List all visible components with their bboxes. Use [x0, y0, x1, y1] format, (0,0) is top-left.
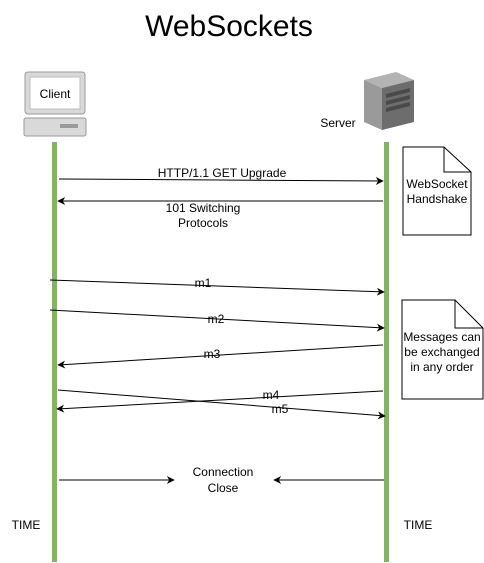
- server-label: Server: [320, 116, 355, 130]
- server-time-label: TIME: [404, 518, 433, 532]
- upgrade-request-label: HTTP/1.1 GET Upgrade: [158, 166, 287, 180]
- handshake-note-line2: Handshake: [407, 192, 468, 206]
- client-label: Client: [40, 87, 71, 101]
- switching-protocols-label-line2: Protocols: [178, 216, 228, 230]
- m5-arrow: [57, 389, 386, 420]
- messages-note-line2: be exchanged: [404, 345, 479, 359]
- m2-arrow: [49, 309, 385, 332]
- diagram-title: WebSockets: [145, 10, 313, 43]
- server-lifeline: [384, 142, 389, 562]
- messages-note-line3: in any order: [410, 360, 473, 374]
- messages-note: [401, 299, 484, 400]
- m4-arrow: [56, 390, 384, 413]
- server-tower-icon: [364, 72, 414, 130]
- m3-arrow: [57, 344, 384, 369]
- close-label-line2: Close: [208, 481, 239, 495]
- desktop-computer-icon: [23, 71, 87, 137]
- client-lifeline: [52, 142, 57, 562]
- messages-note-line1: Messages can: [403, 330, 480, 344]
- m1-label: m1: [195, 276, 212, 290]
- close-label-line1: Connection: [193, 465, 254, 479]
- handshake-note: [402, 146, 472, 236]
- switching-protocols-label-line1: 101 Switching: [166, 201, 241, 215]
- m2-label: m2: [208, 312, 225, 326]
- upgrade-request-arrow: [58, 176, 384, 185]
- m3-label: m3: [204, 347, 221, 361]
- m4-label: m4: [263, 388, 280, 402]
- m1-arrow: [49, 279, 385, 296]
- handshake-note-line1: WebSocket: [406, 177, 468, 191]
- client-time-label: TIME: [12, 518, 41, 532]
- m5-label: m5: [272, 402, 289, 416]
